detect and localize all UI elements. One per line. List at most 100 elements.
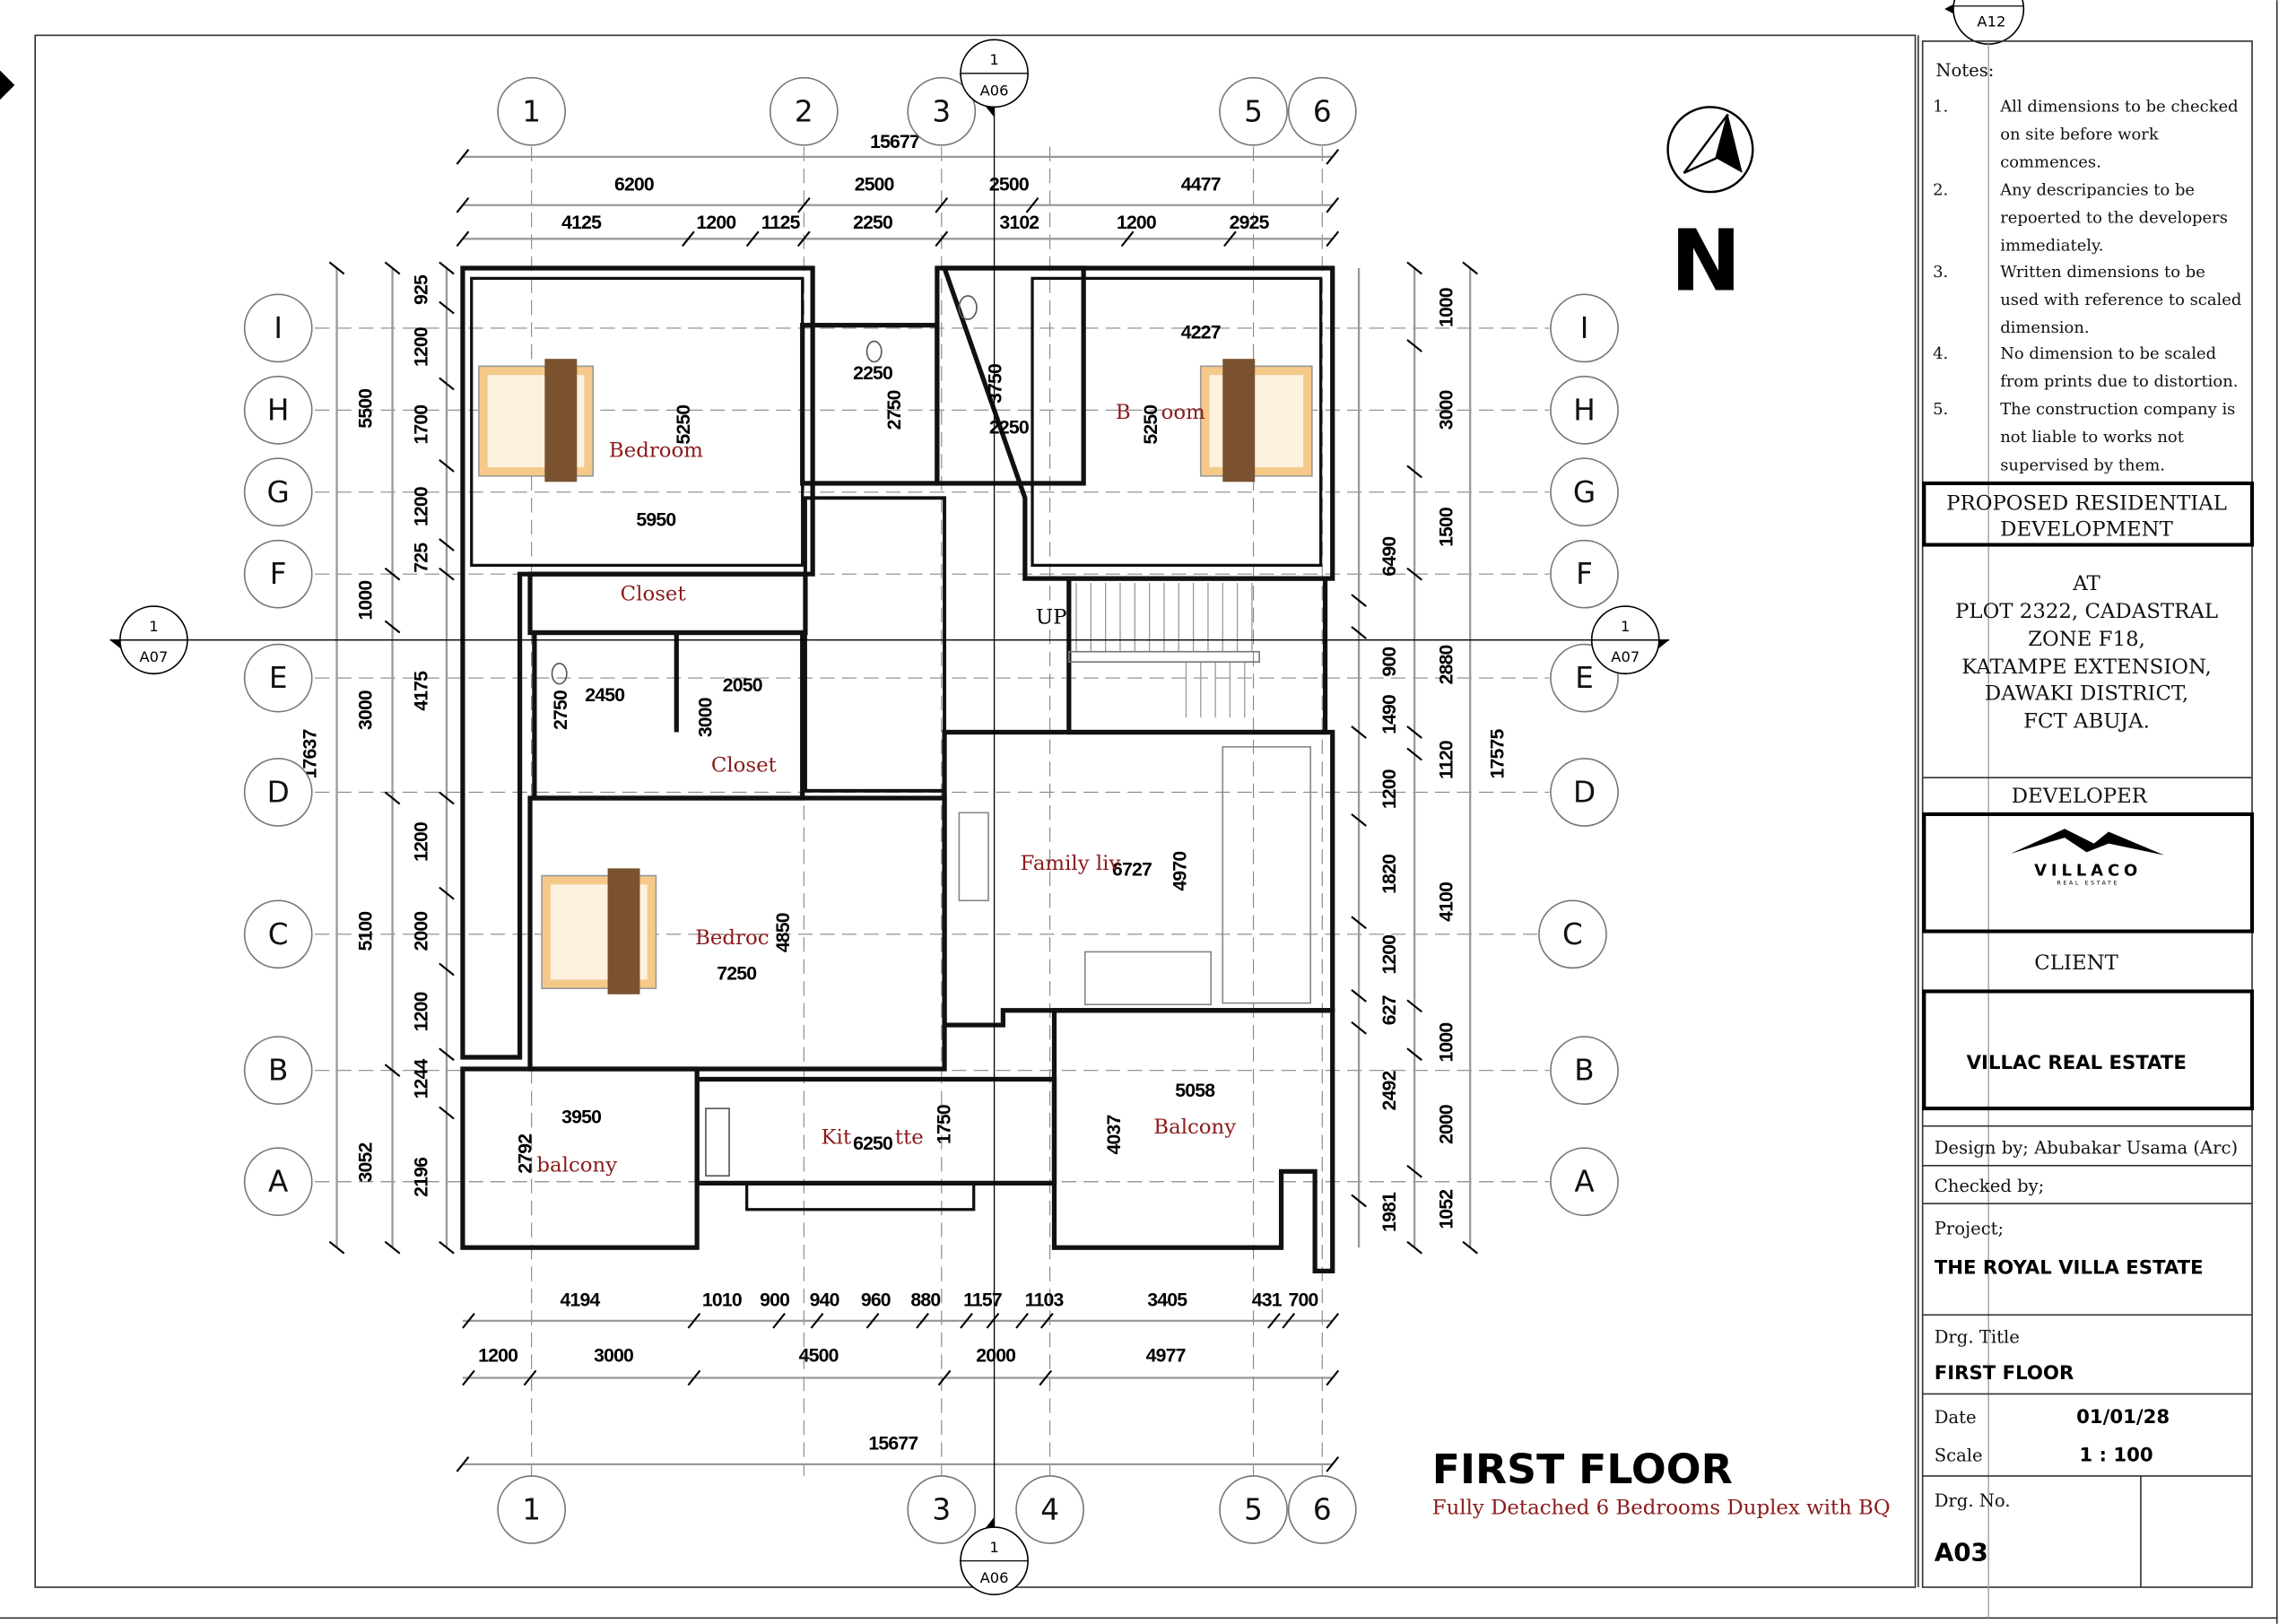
grid-bubble-label: B: [268, 1054, 288, 1088]
drawing-title: FIRST FLOOR: [1432, 1446, 1733, 1493]
dimension-text: 3405: [1147, 1290, 1187, 1311]
dimension-text: 4227: [1181, 322, 1221, 343]
dimension-text: 2250: [853, 213, 892, 233]
dimension-text: 1120: [1437, 741, 1457, 779]
dimension-text: 925: [412, 274, 432, 305]
proposal-line-2: DEVELOPMENT: [2000, 518, 2173, 542]
section-number: 1: [149, 618, 158, 635]
grid-bubble-label: 5: [1244, 94, 1263, 128]
dimension-text: 1200: [412, 822, 432, 862]
address-line: PLOT 2322, CADASTRAL: [1955, 600, 2218, 623]
dimension-text: 2050: [723, 675, 762, 696]
grid-bubble: E: [243, 643, 313, 713]
dimension-text: 2250: [853, 363, 892, 384]
dimension-text: 1103: [1025, 1290, 1065, 1311]
scale-label: Scale: [1935, 1446, 1983, 1466]
grid-bubble-label: 6: [1313, 94, 1332, 128]
svg-text:VILLACO: VILLACO: [2034, 862, 2142, 881]
grid-lines: [315, 146, 1550, 1476]
wall-family-living: [942, 729, 1335, 1028]
dimension-text: 2000: [412, 912, 432, 951]
dimension-text: 1200: [1379, 935, 1400, 975]
grid-bubble-label: C: [268, 917, 289, 951]
grid-bubble-label: A: [268, 1165, 289, 1199]
dimension-text: 5250: [1141, 405, 1161, 445]
date-label: Date: [1935, 1407, 1977, 1428]
grid-bubble: 3: [907, 1475, 977, 1544]
sofa: [1083, 951, 1213, 1006]
drawing-title-label: Drg. Title: [1935, 1326, 2020, 1347]
dimension-text: 2750: [884, 390, 905, 430]
grid-bubble: 3: [907, 76, 977, 146]
room-label: balcony: [536, 1153, 617, 1177]
dimension-text: 15677: [868, 1434, 918, 1455]
dimension-text: 1000: [356, 581, 377, 621]
section-marker-sheet: A12: [1944, 0, 2025, 45]
dimension-text: 2196: [412, 1157, 432, 1197]
grid-bubble-label: B: [1574, 1054, 1594, 1088]
dimension-text: 1125: [761, 213, 801, 233]
room-label: UP: [1036, 606, 1067, 630]
note-text: supervised by them.: [2000, 456, 2165, 474]
dimension-text: 2792: [516, 1134, 536, 1174]
developer-label: DEVELOPER: [2012, 785, 2148, 808]
client-name: VILLAC REAL ESTATE: [1967, 1052, 2187, 1074]
tv-console: [958, 812, 989, 902]
dimension-text: 1200: [696, 213, 735, 233]
wall-kitchen-bay: [745, 1181, 976, 1211]
note-text: on site before work: [2000, 125, 2159, 143]
north-arrow-icon: N: [1666, 106, 1754, 310]
checked-by: Checked by;: [1935, 1176, 2045, 1196]
grid-bubble-label: 5: [1244, 1492, 1263, 1526]
dimension-text: 2250: [989, 417, 1029, 438]
grid-bubble: F: [243, 539, 313, 609]
dimension-text: 3102: [999, 213, 1039, 233]
grid-bubble: 5: [1219, 76, 1288, 146]
drawing-subtitle: Fully Detached 6 Bedrooms Duplex with BQ: [1432, 1496, 1891, 1519]
grid-bubble-label: 3: [932, 1492, 951, 1526]
grid-bubble: B: [243, 1036, 313, 1106]
project-name: THE ROYAL VILLA ESTATE: [1935, 1257, 2204, 1280]
room-label: B: [1116, 401, 1131, 424]
dimension-text: 7250: [717, 963, 756, 984]
note-text: commences.: [2000, 152, 2101, 171]
room-label: Kit: [821, 1125, 851, 1149]
dimension-text: 5100: [356, 912, 377, 951]
proposal-line-1: PROPOSED RESIDENTIAL: [1946, 491, 2227, 515]
dimension-text: 2492: [1379, 1072, 1400, 1111]
dimension-text: 2000: [1437, 1105, 1457, 1144]
grid-bubble-label: C: [1562, 917, 1583, 951]
dimension-text: 1700: [412, 405, 432, 445]
dimension-text: 1820: [1379, 855, 1400, 894]
dimension-text: 3052: [356, 1143, 377, 1183]
grid-bubble-label: E: [1575, 661, 1594, 695]
dimension-text: 1200: [412, 992, 432, 1031]
dimension-text: 2925: [1230, 213, 1270, 233]
grid-bubble-label: 1: [522, 1492, 541, 1526]
bed-icon: [478, 359, 595, 482]
address-line: FCT ABUJA.: [2023, 710, 2150, 734]
drawing-number: A03: [1935, 1538, 1988, 1568]
project-label: Project;: [1935, 1219, 2004, 1239]
section-number: 1: [989, 1539, 998, 1556]
bed-icon: [1199, 359, 1313, 482]
dimension-text: 15677: [870, 132, 919, 152]
grid-bubble-label: E: [269, 661, 288, 695]
date-value: 01/01/28: [2076, 1406, 2170, 1429]
sofa: [1222, 746, 1312, 1004]
dimension-text: 3750: [986, 364, 1006, 404]
note-text: dimension.: [2000, 318, 2089, 337]
dimension-text: 940: [810, 1290, 839, 1311]
drawing-title-value: FIRST FLOOR: [1935, 1362, 2074, 1385]
dimension-text: 2880: [1437, 645, 1457, 684]
dimension-text: 3000: [695, 698, 716, 737]
section-sheet-ref: A12: [1977, 13, 2005, 30]
room-label: Closet: [711, 754, 777, 777]
note-text: Written dimensions to be: [2000, 263, 2205, 282]
north-label: N: [1670, 212, 1741, 310]
grid-bubble: H: [243, 375, 313, 445]
grid-bubble: 1: [497, 76, 567, 146]
